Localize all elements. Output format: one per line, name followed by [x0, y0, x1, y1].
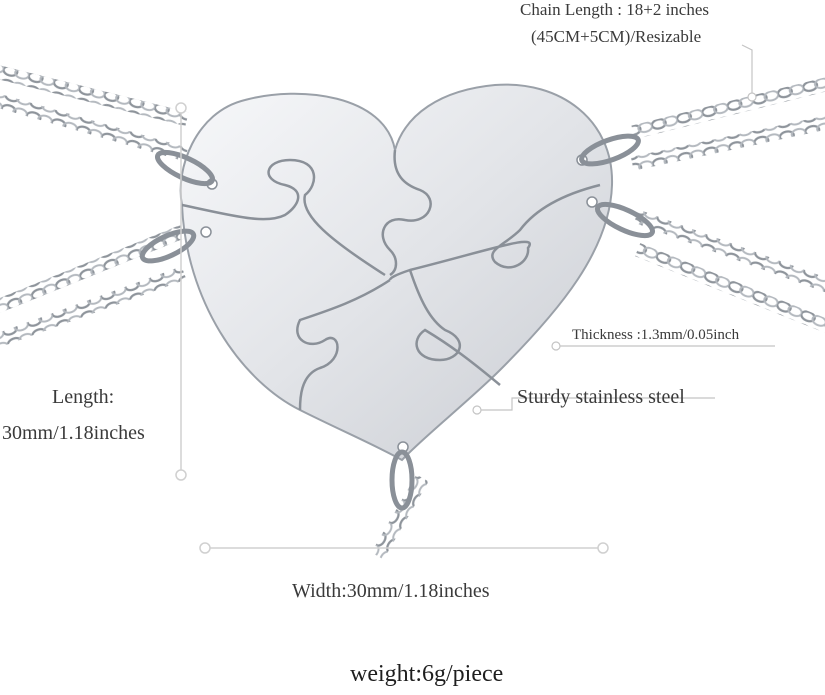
chain-length-detail: (45CM+5CM)/Resizable — [531, 27, 702, 46]
heart-shape — [179, 83, 614, 462]
chain-left-group — [0, 64, 189, 348]
width-label: Width:30mm/1.18inches — [292, 580, 490, 602]
puzzle-cut-4 — [296, 278, 391, 411]
chain-right-4 — [635, 243, 825, 335]
length-value: 30mm/1.18inches — [2, 422, 145, 444]
chain-right-group — [630, 74, 825, 335]
puzzle-cut-2 — [181, 158, 386, 277]
chain-length-label: Chain Length : 18+2 inches — [520, 0, 710, 19]
chain-left-1 — [0, 64, 189, 126]
chain-bottom — [371, 474, 429, 560]
chain-left-3 — [0, 225, 186, 313]
chain-left-4 — [0, 266, 187, 348]
chain-callout-line — [741, 44, 753, 97]
thickness-label: Thickness :1.3mm/0.05inch — [572, 327, 740, 343]
chain-right-1 — [631, 74, 825, 140]
pendant-hole-4 — [586, 196, 598, 208]
callout-lines — [472, 44, 775, 415]
chain-left-2 — [0, 92, 189, 162]
material-callout-line — [477, 397, 715, 411]
jump-ring-3 — [579, 133, 641, 167]
puzzle-cut-1 — [381, 149, 432, 277]
chain-right-2 — [630, 113, 825, 171]
heart-pendant — [139, 83, 656, 511]
jump-ring-2 — [139, 228, 197, 264]
length-label: Length: — [52, 386, 115, 408]
jump-ring-5 — [389, 449, 415, 511]
chain-right-3 — [633, 209, 825, 295]
pendant-hole-2 — [200, 226, 212, 238]
dimension-lines — [175, 102, 609, 554]
puzzle-cut-5 — [408, 269, 501, 386]
weight-label: weight:6g/piece — [350, 661, 504, 687]
jump-ring-4 — [594, 201, 656, 239]
material-label: Sturdy stainless steel — [517, 386, 685, 408]
